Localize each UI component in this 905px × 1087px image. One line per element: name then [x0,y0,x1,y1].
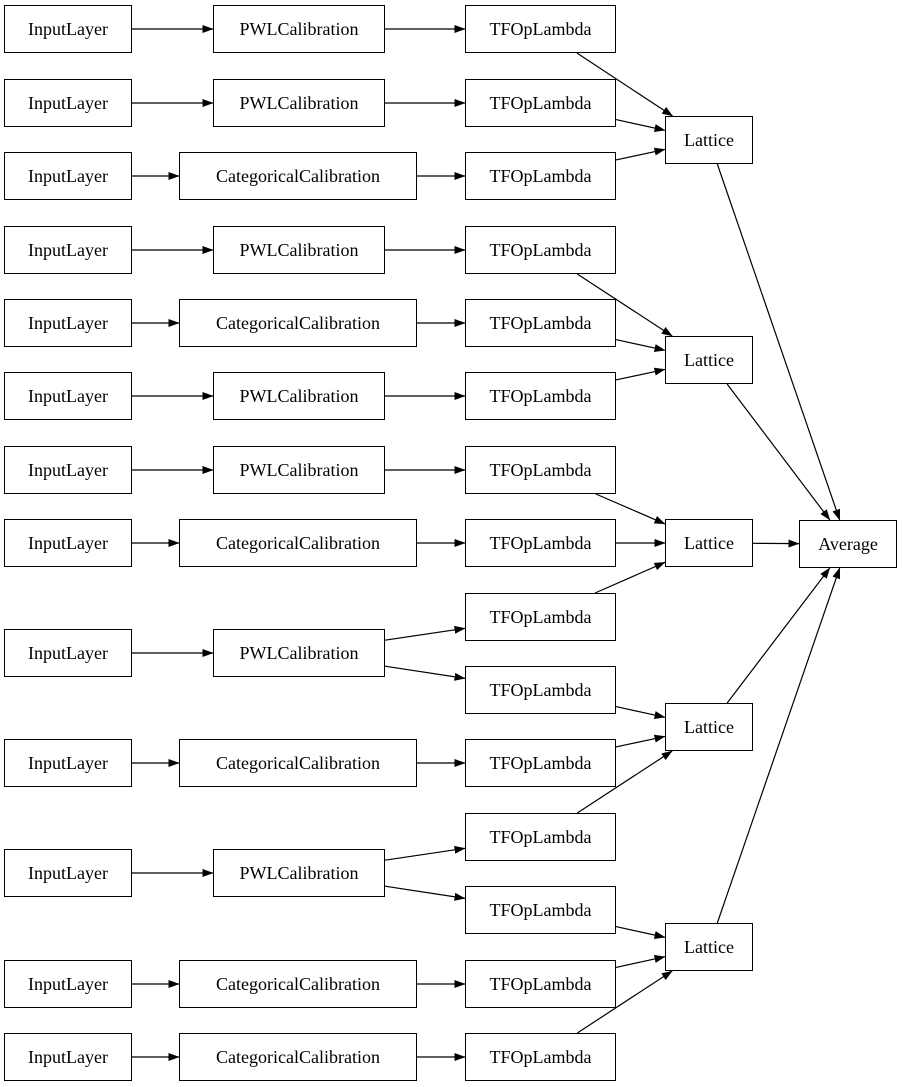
node-lattice-lat3: Lattice [665,703,753,751]
node-tfoplambda-tf11: TFOpLambda [465,813,616,861]
node-categoricalcalibration-cal12: CategoricalCalibration [179,1033,417,1081]
node-inputlayer-in8: InputLayer [4,629,132,677]
node-pwlcalibration-cal3: PWLCalibration [213,226,385,274]
node-categoricalcalibration-cal7: CategoricalCalibration [179,519,417,567]
node-tfoplambda-tf13: TFOpLambda [465,960,616,1008]
node-lattice-lat1: Lattice [665,336,753,384]
node-inputlayer-in6: InputLayer [4,446,132,494]
edge-tf14-to-lat4 [576,970,673,1034]
node-pwlcalibration-cal10: PWLCalibration [213,849,385,897]
node-tfoplambda-tf1: TFOpLambda [465,79,616,127]
node-tfoplambda-tf14: TFOpLambda [465,1033,616,1081]
edge-tf10-to-lat3 [615,734,666,748]
node-tfoplambda-tf7: TFOpLambda [465,519,616,567]
edge-cal10-to-tf11 [384,845,466,861]
edge-lat4-to-avg [716,567,841,924]
node-tfoplambda-tf3: TFOpLambda [465,226,616,274]
node-tfoplambda-tf6: TFOpLambda [465,446,616,494]
node-inputlayer-in2: InputLayer [4,152,132,200]
edge-tf13-to-lat4 [615,955,666,968]
node-inputlayer-in4: InputLayer [4,299,132,347]
node-pwlcalibration-cal8: PWLCalibration [213,629,385,677]
node-tfoplambda-tf4: TFOpLambda [465,299,616,347]
node-inputlayer-in0: InputLayer [4,5,132,53]
node-inputlayer-in10: InputLayer [4,849,132,897]
edge-cal8-to-tf9 [384,665,466,681]
node-inputlayer-in3: InputLayer [4,226,132,274]
edge-tf1-to-lat0 [615,119,666,132]
node-pwlcalibration-cal0: PWLCalibration [213,5,385,53]
node-lattice-lat2: Lattice [665,519,753,567]
edge-lat0-to-avg [716,163,841,521]
node-tfoplambda-tf10: TFOpLambda [465,739,616,787]
node-inputlayer-in1: InputLayer [4,79,132,127]
node-tfoplambda-tf2: TFOpLambda [465,152,616,200]
node-lattice-lat0: Lattice [665,116,753,164]
node-categoricalcalibration-cal9: CategoricalCalibration [179,739,417,787]
node-categoricalcalibration-cal4: CategoricalCalibration [179,299,417,347]
edge-tf2-to-lat0 [615,147,666,161]
edge-tf3-to-lat1 [576,273,673,337]
edge-tf12-to-lat4 [615,926,666,939]
node-tfoplambda-tf8: TFOpLambda [465,593,616,641]
edge-cal8-to-tf8 [384,625,466,641]
edge-tf6-to-lat2 [595,493,666,525]
node-inputlayer-in11: InputLayer [4,960,132,1008]
node-tfoplambda-tf12: TFOpLambda [465,886,616,934]
edge-tf9-to-lat3 [615,706,666,719]
edge-lat1-to-avg [726,383,831,521]
edge-cal10-to-tf12 [384,885,466,901]
node-inputlayer-in5: InputLayer [4,372,132,420]
node-inputlayer-in12: InputLayer [4,1033,132,1081]
node-lattice-lat4: Lattice [665,923,753,971]
edge-lat3-to-avg [726,567,831,704]
edge-tf8-to-lat2 [594,561,666,594]
edge-tf11-to-lat3 [576,750,673,814]
node-pwlcalibration-cal5: PWLCalibration [213,372,385,420]
node-pwlcalibration-cal1: PWLCalibration [213,79,385,127]
node-inputlayer-in7: InputLayer [4,519,132,567]
edge-tf0-to-lat0 [576,52,674,117]
node-tfoplambda-tf5: TFOpLambda [465,372,616,420]
node-tfoplambda-tf9: TFOpLambda [465,666,616,714]
node-pwlcalibration-cal6: PWLCalibration [213,446,385,494]
node-average-avg: Average [799,520,897,568]
edge-tf5-to-lat1 [615,367,666,381]
node-categoricalcalibration-cal11: CategoricalCalibration [179,960,417,1008]
node-categoricalcalibration-cal2: CategoricalCalibration [179,152,417,200]
node-inputlayer-in9: InputLayer [4,739,132,787]
edge-tf4-to-lat1 [615,339,666,352]
node-tfoplambda-tf0: TFOpLambda [465,5,616,53]
